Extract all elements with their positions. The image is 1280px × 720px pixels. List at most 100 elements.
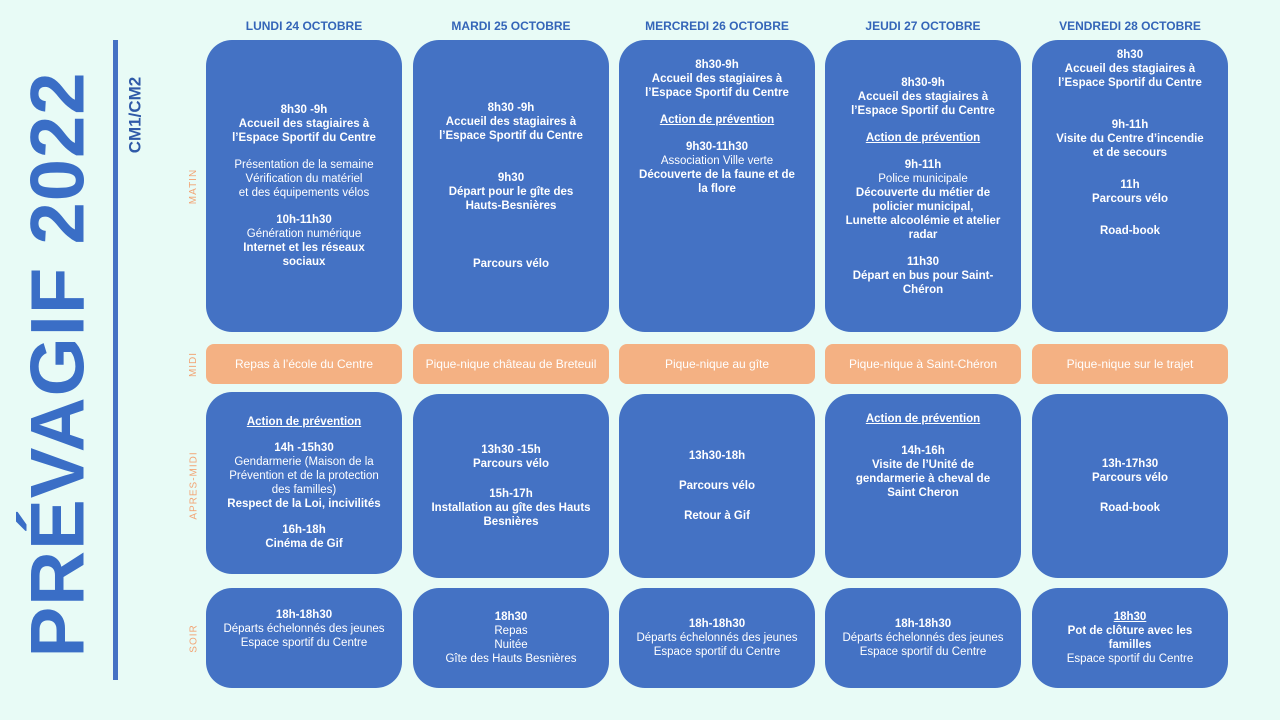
row-label-apres-midi-text: APRES-MIDI [188, 450, 200, 520]
detail: Association Ville verte [660, 155, 774, 167]
time: 9h-11h [1111, 119, 1149, 131]
detail: Prévention et de la protection [229, 470, 379, 482]
evening-card-monday: 18h-18h30 Départs échelonnés des jeunes … [206, 588, 402, 688]
activity: Accueil des stagiaires à [857, 90, 989, 103]
morning-card-wednesday: 8h30-9h Accueil des stagiaires à l’Espac… [619, 40, 815, 332]
midi-pill-friday: Pique-nique sur le trajet [1032, 344, 1228, 384]
activity: sociaux [282, 256, 326, 268]
activity: Road-book [1099, 225, 1161, 237]
activity: Retour à Gif [684, 510, 750, 522]
day-header-monday: LUNDI 24 OCTOBRE [245, 19, 363, 33]
activity: Internet et les réseaux [243, 242, 365, 254]
time: 13h30-18h [688, 450, 746, 462]
time: 14h-16h [901, 445, 945, 457]
evening-card-wednesday: 18h-18h30 Départs échelonnés des jeunes … [619, 588, 815, 688]
activity: Parcours vélo [472, 458, 550, 470]
morning-card-monday: 8h30 -9h Accueil des stagiaires à l’Espa… [206, 40, 402, 332]
time: 18h-18h30 [688, 618, 746, 630]
activity: Installation au gîte des Hauts [431, 502, 591, 514]
time: 8h30-9h [901, 76, 945, 89]
evening-card-thursday: 18h-18h30 Départs échelonnés des jeunes … [825, 588, 1021, 688]
activity: Départ pour le gîte des [448, 186, 574, 198]
activity: Parcours vélo [678, 480, 756, 492]
detail: Police municipale [878, 172, 968, 185]
day-header-thursday: JEUDI 27 OCTOBRE [865, 19, 981, 33]
time: 8h30 [1116, 49, 1144, 61]
time: 14h -15h30 [274, 442, 334, 454]
morning-card-tuesday: 8h30 -9h Accueil des stagiaires à l’Espa… [413, 40, 609, 332]
activity: Hauts-Besnières [465, 200, 557, 212]
afternoon-card-monday: Action de prévention 14h -15h30 Gendarme… [206, 392, 402, 574]
time: 15h-17h [489, 488, 533, 500]
row-label-soir-text: SOIR [188, 623, 200, 653]
detail: Départs échelonnés des jeunes [636, 632, 798, 644]
time: 18h30 [1113, 611, 1147, 623]
activity: familles [1108, 639, 1152, 651]
detail: Espace sportif du Centre [240, 637, 368, 649]
activity: la flore [698, 183, 736, 195]
detail: Génération numérique [246, 228, 362, 240]
day-header-friday: VENDREDI 28 OCTOBRE [1059, 19, 1201, 33]
row-label-midi-text: MIDI [188, 351, 200, 377]
time: 16h-18h [282, 524, 326, 536]
prevention-label: Action de prévention [865, 131, 981, 144]
prevention-label: Action de prévention [246, 416, 362, 428]
time: 9h30-11h30 [685, 141, 748, 153]
activity: Pot de clôture avec les [1067, 625, 1193, 637]
activity: l’Espace Sportif du Centre [232, 132, 376, 144]
morning-card-thursday: 8h30-9h Accueil des stagiaires à l’Espac… [825, 40, 1021, 332]
activity: et de secours [1092, 147, 1168, 159]
detail: Repas [494, 625, 528, 637]
activity: Découverte de la faune et de [639, 169, 795, 181]
detail: Départs échelonnés des jeunes [842, 632, 1004, 644]
row-label-matin-text: MATIN [188, 168, 200, 204]
detail: Espace sportif du Centre [859, 646, 987, 658]
activity: l’Espace Sportif du Centre [645, 87, 789, 99]
time: 18h30 [494, 611, 528, 623]
activity: gendarmerie à cheval de [855, 473, 991, 485]
activity: Accueil des stagiaires à [651, 73, 783, 85]
detail: Présentation de la semaine [234, 159, 374, 171]
activity: policier municipal, [872, 200, 974, 213]
activity: l’Espace Sportif du Centre [439, 130, 583, 142]
activity: Saint Cheron [887, 487, 959, 499]
activity: Road-book [1099, 502, 1161, 514]
midi-pill-wednesday: Pique-nique au gîte [619, 344, 815, 384]
time: 18h-18h30 [275, 609, 333, 621]
evening-card-friday: 18h30 Pot de clôture avec les familles E… [1032, 588, 1228, 688]
detail: des familles) [271, 484, 337, 496]
title-divider [113, 40, 118, 680]
afternoon-card-tuesday: 13h30 -15h Parcours vélo 15h-17h Install… [413, 394, 609, 578]
activity: Parcours vélo [472, 258, 550, 270]
day-header-tuesday: MARDI 25 OCTOBRE [451, 19, 571, 33]
activity: Découverte du métier de [855, 186, 991, 199]
afternoon-card-wednesday: 13h30-18h Parcours vélo Retour à Gif [619, 394, 815, 578]
activity: Visite de l’Unité de [871, 459, 975, 471]
activity: Parcours vélo [1091, 193, 1169, 205]
page-title: PRÉVAGIF 2022 [15, 70, 101, 658]
time: 10h-11h30 [276, 214, 332, 226]
midi-pill-tuesday: Pique-nique château de Breteuil [413, 344, 609, 384]
prevention-label: Action de prévention [865, 413, 981, 425]
activity: Chéron [902, 283, 944, 296]
activity: Départ en bus pour Saint- [852, 269, 994, 282]
time: 11h [1120, 179, 1140, 191]
time: 13h30 -15h [481, 444, 541, 456]
detail: Gîte des Hauts Besnières [445, 653, 577, 665]
afternoon-card-friday: 13h-17h30 Parcours vélo Road-book [1032, 394, 1228, 578]
time: 8h30 -9h [280, 104, 328, 116]
midi-pill-monday: Repas à l’école du Centre [206, 344, 402, 384]
page-title-wrap: PRÉVAGIF 2022 [8, 40, 108, 688]
midi-pill-thursday: Pique-nique à Saint-Chéron [825, 344, 1021, 384]
activity: l’Espace Sportif du Centre [1058, 77, 1202, 89]
time: 11h30 [907, 255, 939, 268]
prevention-label: Action de prévention [659, 114, 775, 126]
detail: Gendarmerie (Maison de la [234, 456, 374, 468]
time: 8h30 -9h [487, 102, 535, 114]
activity: Visite du Centre d’incendie [1056, 133, 1204, 145]
activity: radar [908, 228, 938, 241]
morning-card-friday: 8h30 Accueil des stagiaires à l’Espace S… [1032, 40, 1228, 332]
activity: Respect de la Loi, incivilités [227, 498, 381, 510]
time: 8h30-9h [695, 59, 739, 71]
activity: Accueil des stagiaires à [1064, 63, 1196, 75]
